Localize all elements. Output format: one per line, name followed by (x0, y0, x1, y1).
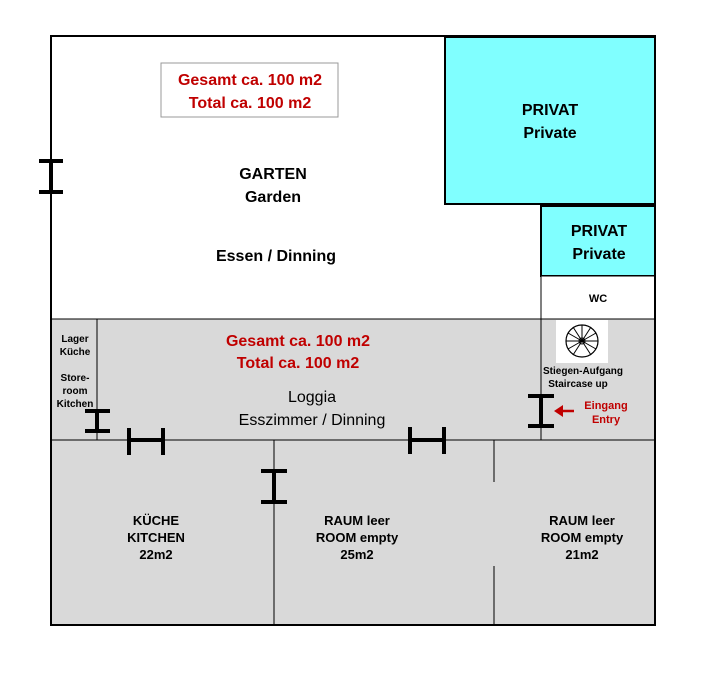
spiral-staircase-icon (556, 320, 608, 363)
private-small-en: Private (572, 246, 625, 263)
storeroom-door-icon (85, 409, 110, 433)
garden-total-box (160, 62, 339, 118)
garden-total-en: Total ca. 100 m2 (189, 95, 312, 112)
staircase-de: Stiegen-Aufgang (543, 366, 623, 377)
garden-door-icon (39, 159, 63, 194)
room1-de: RAUM leer (324, 513, 390, 528)
storeroom-line3: Store- (61, 373, 90, 384)
room2-en: ROOM empty (541, 530, 624, 545)
loggia-use: Esszimmer / Dinning (239, 412, 386, 429)
private-area-small (540, 205, 656, 277)
kitchen-en: KITCHEN (127, 530, 185, 545)
room2-area: 21m2 (565, 547, 598, 562)
entry-en: Entry (592, 414, 621, 426)
kitchen-door-icon (127, 428, 165, 455)
storeroom-line1: Lager (61, 334, 88, 345)
room2-de: RAUM leer (549, 513, 615, 528)
storeroom-line4: room (63, 386, 88, 397)
room1-area: 25m2 (340, 547, 373, 562)
garden-use: Essen / Dinning (216, 248, 336, 265)
private-large-en: Private (523, 125, 576, 142)
room-door-icon (408, 427, 446, 454)
room1-en: ROOM empty (316, 530, 399, 545)
entry-door-icon (528, 394, 554, 428)
loggia-total-de: Gesamt ca. 100 m2 (226, 333, 370, 350)
loggia-area (51, 319, 655, 440)
storeroom-line5: Kitchen (57, 399, 94, 410)
garden-name-de: GARTEN (239, 166, 307, 183)
lower-rooms-area (51, 440, 655, 625)
loggia-name: Loggia (288, 389, 336, 406)
kitchen-de: KÜCHE (133, 513, 180, 528)
kitchen-room-door-icon (261, 469, 287, 504)
garden-name-en: Garden (245, 189, 301, 206)
kitchen-area: 22m2 (139, 547, 172, 562)
entry-de: Eingang (584, 400, 627, 412)
private-large-de: PRIVAT (522, 102, 579, 119)
arrow-left-icon (554, 405, 574, 417)
loggia-total-en: Total ca. 100 m2 (237, 355, 360, 372)
wc-label: WC (589, 293, 607, 305)
staircase-en: Staircase up (548, 379, 607, 390)
private-area-large (444, 36, 656, 205)
garden-total-de: Gesamt ca. 100 m2 (178, 72, 322, 89)
private-small-de: PRIVAT (571, 223, 628, 240)
storeroom-line2: Küche (60, 347, 91, 358)
